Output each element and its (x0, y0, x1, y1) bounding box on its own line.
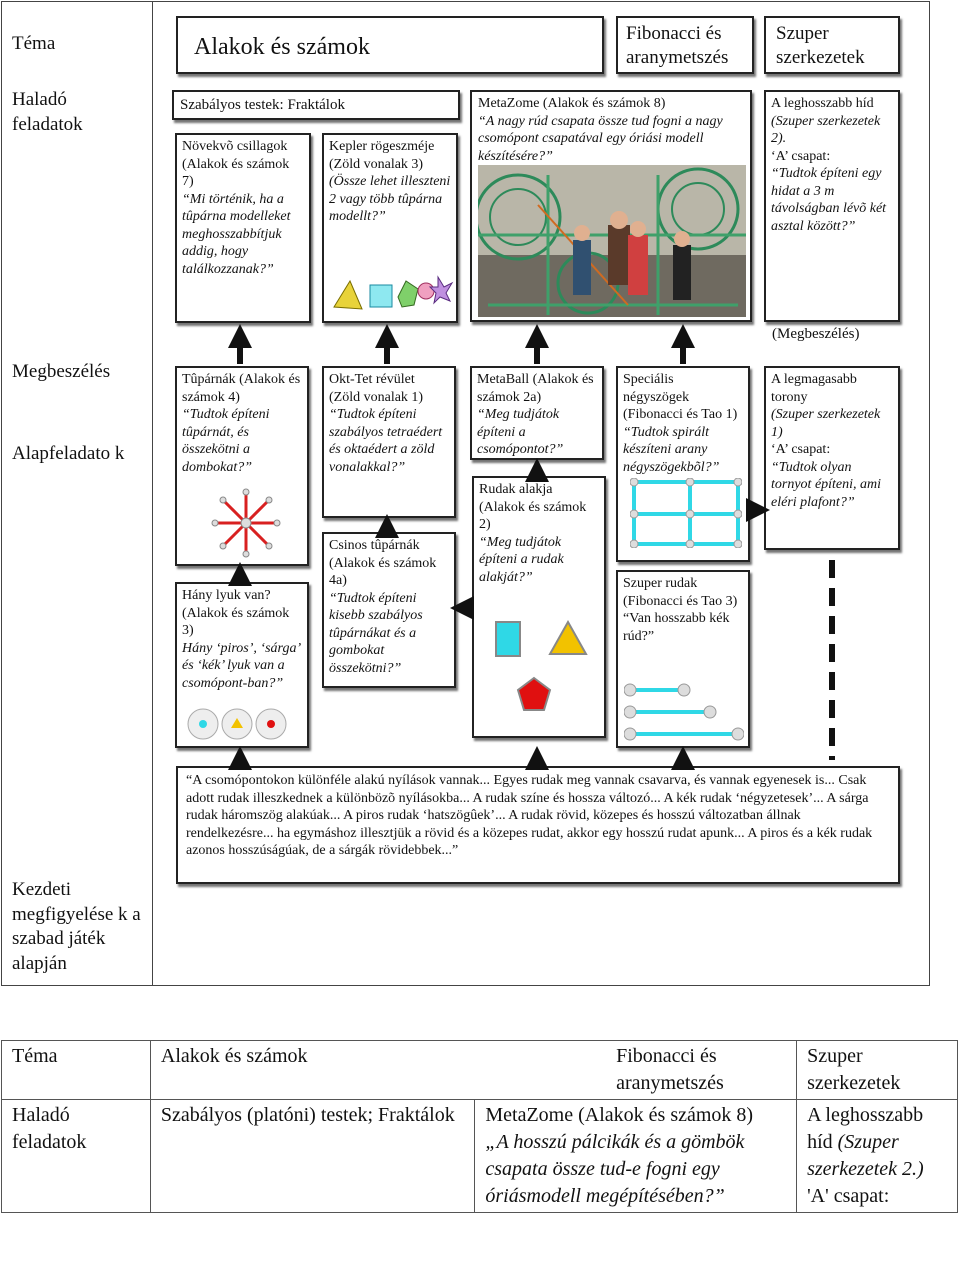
table-row: Haladó feladatok Szabályos (platóni) tes… (1, 1099, 958, 1213)
row-label-tema: Téma (12, 33, 56, 54)
t2-metazome-question: „A hosszú pálcikák és a gömbök csapata ö… (485, 1131, 745, 1207)
t2-r1-c3: Fibonacci és aranymetszés (474, 1040, 798, 1100)
t2-leghosszabb-title: A leghosszabb híd (807, 1104, 924, 1153)
metazome-title: MetaZome (Alakok és számok 8) (478, 96, 666, 111)
legmagasabb-question: “Tudtok olyan tornyot építeni, ami eléri… (771, 459, 882, 510)
okttet-question: “Tudtok építeni szabályos tetraédert és … (329, 407, 443, 475)
megbeszeles-label: (Megbeszélés) (772, 326, 860, 342)
hany-title: Hány lyuk van? (Alakok és számok 3) (182, 588, 290, 638)
rods-length-illustration (624, 683, 744, 741)
okttet-title: Okt-Tet révület (Zöld vonalak 1) (329, 372, 424, 405)
t2-leghosszabb-team: 'A' csapat: (807, 1185, 890, 1207)
table-row: Téma Alakok és számok Fibonacci és arany… (1, 1040, 958, 1100)
diagram-frame (1, 1, 930, 986)
legmagasabb-ref: (Szuper szerkezetek 1) (771, 407, 881, 440)
t2-leghosszabb-ref: (Szuper szerkezetek 2.) (807, 1131, 924, 1180)
leghosszabb-question: “Tudtok építeni egy hidat a 3 m távolság… (771, 166, 887, 234)
tuparnak-title: Tûpárnák (Alakok és számok 4) (182, 372, 301, 405)
metaball-question: “Meg tudjátok építeni a csomópontot?” (477, 407, 564, 457)
hany-question: Hány ‘piros’, ‘sárga’ és ‘kék’ lyuk van … (182, 640, 300, 691)
summary-table: Téma Alakok és számok Fibonacci és arany… (1, 1040, 958, 1213)
box-specialis: Speciális négyszögek (Fibonacci és Tao 1… (616, 366, 750, 562)
row-label-kezdeti: Kezdeti megfigyelése k a szabad játék al… (12, 879, 141, 975)
box-tuparnak: Tûpárnák (Alakok és számok 4) “Tudtok ép… (175, 366, 309, 566)
header-szuper: Szuper szerkezetek (764, 16, 900, 74)
box-hany: Hány lyuk van? (Alakok és számok 3) Hány… (175, 582, 309, 748)
label-column-divider (152, 1, 153, 986)
leghosszabb-ref: (Szuper szerkezetek 2). (771, 113, 881, 147)
node-balls-illustration (187, 708, 287, 740)
golden-rectangles-illustration (630, 478, 742, 548)
specialis-question: “Tudtok spirált készíteni arany négyszög… (623, 424, 720, 475)
t2-r2-c4: A leghosszabb híd (Szuper szerkezetek 2.… (796, 1099, 958, 1213)
csinos-question: “Tudtok építeni kisebb szabályos tûpárná… (329, 590, 423, 676)
t2-r2-c2: Szabályos (platóni) testek; Fraktálok (149, 1099, 476, 1213)
t2-r1-c2: Alakok és számok (149, 1040, 475, 1100)
box-okttet: Okt-Tet révület (Zöld vonalak 1) “Tudtok… (322, 366, 456, 518)
row-label-halado: Haladó feladatok (12, 89, 83, 135)
legmagasabb-title: A legmagasabb torony (771, 372, 857, 405)
metaball-title: MetaBall (Alakok és számok 2a) (477, 372, 594, 405)
observation-text: “A csomópontokon különféle alakú nyíláso… (186, 773, 873, 858)
metazome-photo (478, 165, 746, 317)
kepler-question: (Össze lehet illeszteni 2 vagy több tûpá… (329, 174, 451, 224)
szuperrudak-question: “Van hosszabb kék rúd?” (623, 611, 730, 644)
box-legmagasabb: A legmagasabb torony (Szuper szerkezetek… (764, 366, 900, 550)
kepler-title: Kepler rögeszméje (Zöld vonalak 3) (329, 139, 435, 172)
section-title-box: Szabályos testek: Fraktálok (172, 90, 460, 120)
csinos-title: Csinos tûpárnák (Alakok és számok 4a) (329, 538, 437, 588)
pincushion-illustration (211, 488, 281, 558)
szuperrudak-title: Szuper rudak (Fibonacci és Tao 3) (623, 576, 738, 609)
legmagasabb-team: ‘A’ csapat: (771, 442, 831, 457)
box-szuperrudak: Szuper rudak (Fibonacci és Tao 3) “Van h… (616, 570, 750, 748)
leghosszabb-title: A leghosszabb híd (771, 96, 874, 111)
box-leghosszabb: A leghosszabb híd (Szuper szerkezetek 2)… (764, 90, 900, 322)
novekvo-title: Növekvõ csillagok (Alakok és számok 7) (182, 139, 290, 189)
leghosszabb-team: ‘A’ csapat: (771, 148, 831, 164)
t2-r1-c3-text: Fibonacci és aranymetszés (616, 1045, 724, 1094)
rudak-question: “Meg tudjátok építeni a rudak alakját?” (479, 534, 564, 585)
t2-metazome-title: MetaZome (Alakok és számok 8) (485, 1104, 754, 1126)
t2-r2-c3: MetaZome (Alakok és számok 8) „A hosszú … (474, 1099, 798, 1213)
novekvo-question: “Mi történik, ha a tûpárna modelleket me… (182, 191, 291, 277)
box-metaball: MetaBall (Alakok és számok 2a) “Meg tudj… (470, 366, 604, 460)
header-alakok: Alakok és számok (176, 16, 604, 74)
tuparnak-question: “Tudtok építeni tûpárnát, és összekötni … (182, 407, 270, 475)
header-fibonacci: Fibonacci és aranymetszés (616, 16, 754, 74)
box-kepler: Kepler rögeszméje (Zöld vonalak 3) (Össz… (322, 133, 458, 323)
box-csinos: Csinos tûpárnák (Alakok és számok 4a) “T… (322, 532, 456, 688)
flow-arrows (228, 324, 835, 770)
box-observation: “A csomópontokon különféle alakú nyíláso… (176, 766, 900, 884)
rod-shapes-illustration (495, 619, 588, 711)
row-label-megbeszeles: Megbeszélés (12, 361, 111, 382)
t2-r1-c1: Téma (1, 1040, 151, 1100)
box-novekvo: Növekvõ csillagok (Alakok és számok 7) “… (175, 133, 311, 323)
polyhedra-illustration (333, 275, 454, 310)
rudak-title: Rudak alakja (Alakok és számok 2) (479, 482, 587, 532)
t2-r1-c4: Szuper szerkezetek (796, 1040, 958, 1100)
t2-r2-c1: Haladó feladatok (1, 1099, 151, 1213)
metazome-question: “A nagy rúd csapata össze tud fogni a na… (478, 113, 723, 164)
row-label-alapfeladatok: Alapfeladato k (12, 443, 125, 464)
specialis-title: Speciális négyszögek (Fibonacci és Tao 1… (623, 372, 738, 422)
